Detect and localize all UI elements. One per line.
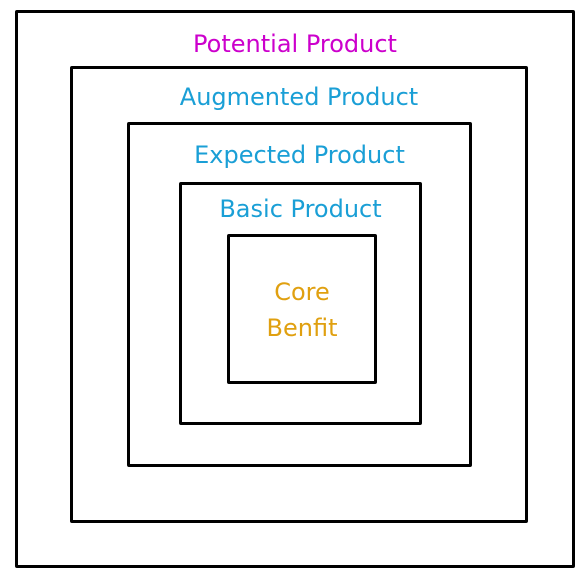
- core-benefit-box: Core Benfit: [227, 234, 377, 384]
- basic-product-box: Basic Product Core Benfit: [179, 182, 422, 425]
- augmented-product-box: Augmented Product Expected Product Basic…: [70, 66, 528, 523]
- potential-product-label: Potential Product: [193, 30, 397, 58]
- core-benefit-label: Core Benfit: [230, 274, 374, 346]
- expected-product-box: Expected Product Basic Product Core Benf…: [127, 122, 472, 467]
- core-benefit-line-2: Benfit: [266, 314, 338, 342]
- augmented-product-label: Augmented Product: [179, 83, 419, 111]
- core-benefit-line-1: Core: [274, 278, 330, 306]
- basic-product-label: Basic Product: [219, 195, 382, 223]
- expected-product-label: Expected Product: [194, 141, 405, 169]
- potential-product-box: Potential Product Augmented Product Expe…: [15, 10, 575, 568]
